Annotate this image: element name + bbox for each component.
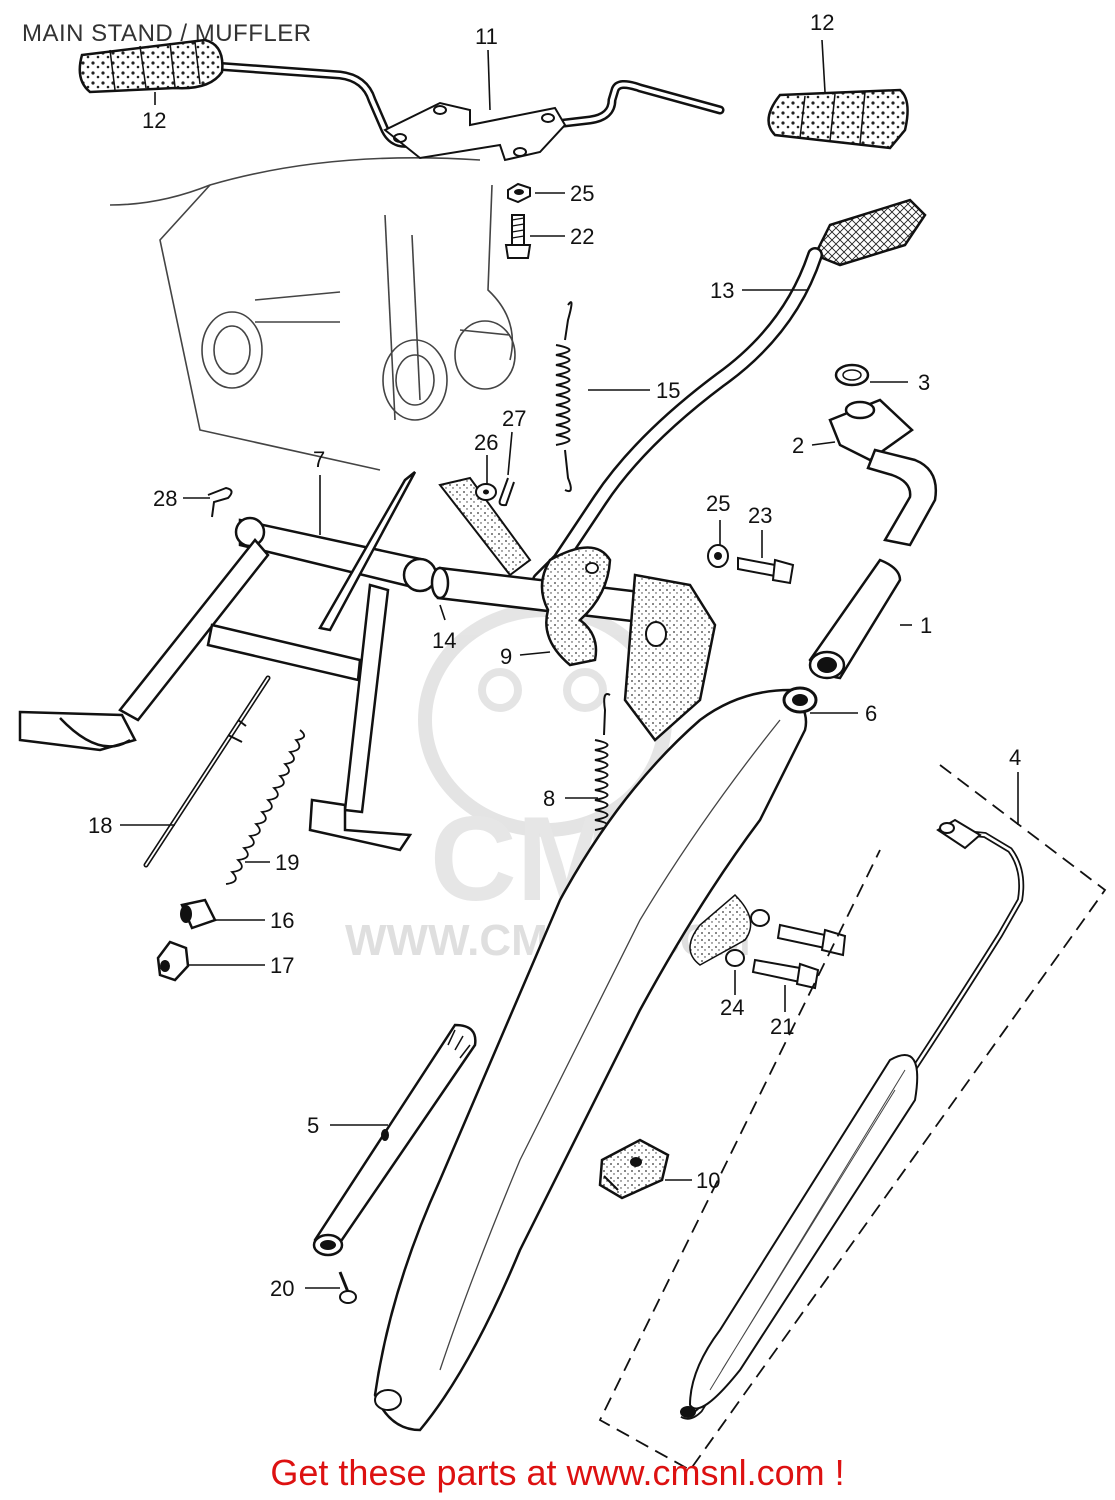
spring-19	[225, 729, 306, 885]
callout-23: 23	[748, 503, 772, 528]
callout-16: 16	[270, 908, 294, 933]
callout-10: 10	[696, 1168, 720, 1193]
brake-pedal	[438, 198, 927, 588]
callout-2: 2	[792, 433, 804, 458]
callout-22: 22	[570, 224, 594, 249]
callout-19: 19	[275, 850, 299, 875]
pipe-sleeve-1	[808, 558, 902, 680]
main-stand	[18, 471, 438, 852]
nut-25-upper	[507, 182, 531, 204]
callout-13: 13	[710, 278, 734, 303]
nut-17	[156, 940, 190, 982]
plate-9	[540, 546, 612, 667]
callout-25-upper: 25	[570, 181, 594, 206]
callout-1: 1	[920, 613, 932, 638]
callout-24: 24	[720, 995, 744, 1020]
page-title: MAIN STAND / MUFFLER	[22, 20, 312, 47]
callout-11: 11	[475, 24, 498, 49]
callout-4: 4	[1009, 745, 1021, 770]
gasket-6	[782, 686, 818, 714]
callout-9: 9	[500, 644, 512, 669]
callout-12-right: 12	[810, 10, 834, 35]
footer-link-text[interactable]: Get these parts at www.cmsnl.com !	[270, 1452, 845, 1493]
callout-17: 17	[270, 953, 294, 978]
cotter-pin-27	[498, 477, 515, 507]
bolt-22	[504, 214, 532, 259]
callout-20: 20	[270, 1276, 294, 1301]
callout-18: 18	[88, 813, 112, 838]
footrest-rubber-right	[767, 88, 909, 150]
callout-12-left: 12	[142, 108, 166, 133]
footrest-bar	[210, 61, 725, 162]
tail-pipe-5	[312, 1023, 477, 1257]
washer-26	[475, 483, 497, 501]
callout-28: 28	[153, 486, 177, 511]
callout-8: 8	[543, 786, 555, 811]
frame-outline	[109, 156, 516, 471]
callout-25-lower: 25	[706, 491, 730, 516]
bolt-23	[737, 556, 795, 585]
screw-20	[338, 1271, 357, 1304]
baffle-group-4	[598, 764, 1107, 1472]
rubber-block-10	[598, 1138, 670, 1200]
washer-25-lower	[707, 544, 729, 568]
bracket	[623, 573, 717, 742]
muffler	[373, 688, 808, 1432]
callout-3: 3	[918, 370, 930, 395]
callout-14: 14	[432, 628, 456, 653]
pin-18	[143, 675, 271, 868]
callout-21: 21	[770, 1014, 794, 1039]
callout-numbers: 1 2 3 4 5 6 7 8 9 10 11 12 12 13 14 15 1…	[88, 10, 1021, 1301]
cotter-pin-28	[207, 486, 233, 518]
bolts-21	[751, 923, 847, 990]
callout-27: 27	[502, 406, 526, 431]
callout-5: 5	[307, 1113, 319, 1138]
leader-lines	[120, 39, 1019, 1289]
footrest-rubber-left	[78, 38, 224, 94]
callout-7: 7	[313, 447, 325, 472]
washers-24	[725, 909, 770, 967]
cap-16	[180, 898, 217, 930]
callout-6: 6	[865, 701, 877, 726]
callout-15: 15	[656, 378, 680, 403]
spring-15	[555, 301, 573, 493]
washer-3	[834, 363, 870, 387]
exhaust-pipe-2	[828, 398, 938, 547]
callout-26: 26	[474, 430, 498, 455]
